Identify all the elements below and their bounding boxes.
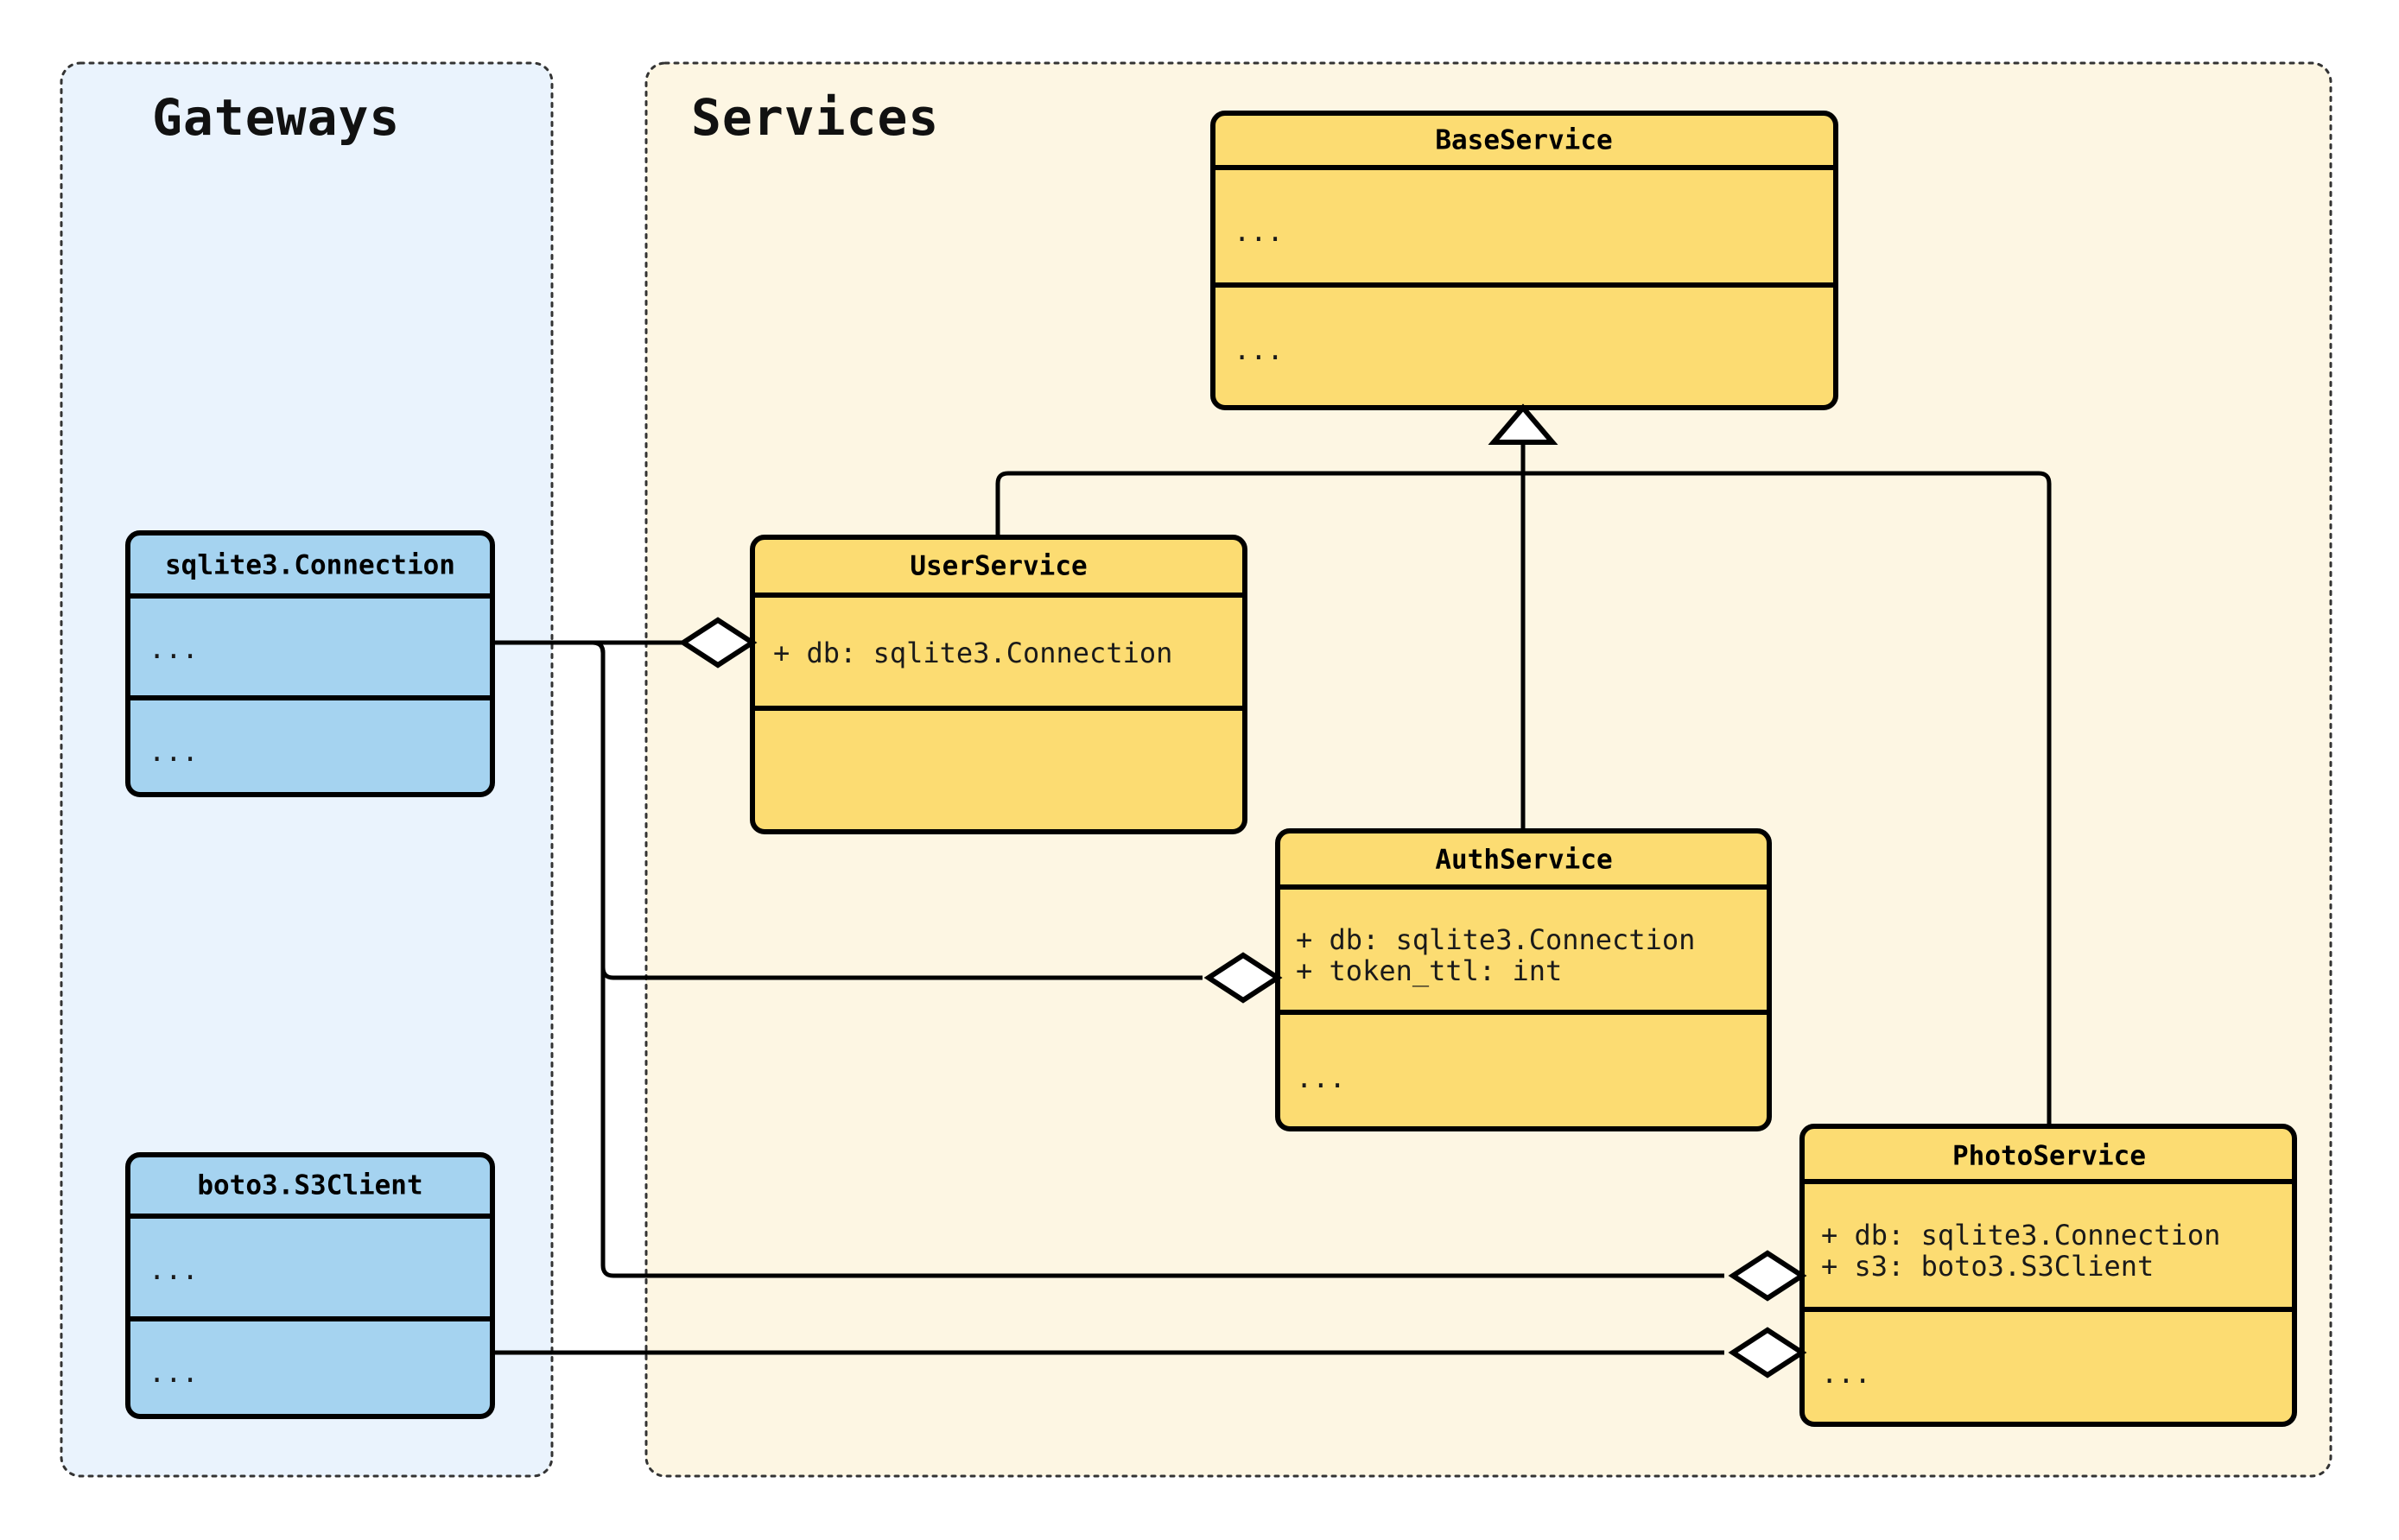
relationship-markers xyxy=(678,403,1807,1378)
class-photoservice-attribute-0: + db: sqlite3.Connection xyxy=(1821,1219,2220,1252)
class-sqlite3-connection-title: sqlite3.Connection xyxy=(165,550,455,581)
class-userservice-frame xyxy=(750,535,1247,834)
class-boto3-s3client[interactable]: boto3.S3Client ... ... xyxy=(125,1152,495,1419)
class-sqlite3-connection-method-0: ... xyxy=(149,735,199,768)
class-baseservice-frame xyxy=(1210,111,1838,410)
class-photoservice[interactable]: PhotoService + db: sqlite3.Connection + … xyxy=(1799,1124,2297,1427)
aggregation-diamond-icon-authservice xyxy=(1203,952,1283,1004)
package-services-label: Services xyxy=(691,88,939,147)
class-boto3-s3client-method-0: ... xyxy=(149,1356,199,1389)
class-authservice-attribute-1: + token_ttl: int xyxy=(1296,954,1562,987)
class-photoservice-method-0: ... xyxy=(1821,1357,1871,1390)
class-sqlite3-connection-attribute-0: ... xyxy=(149,632,199,665)
class-userservice-title: UserService xyxy=(910,551,1087,582)
class-baseservice-title: BaseService xyxy=(1435,125,1612,156)
edge-userservice-to-baseservice xyxy=(995,442,1526,537)
class-userservice-attribute-0: + db: sqlite3.Connection xyxy=(773,637,1172,669)
class-authservice-attribute-0: + db: sqlite3.Connection xyxy=(1296,923,1695,956)
class-authservice-method-0: ... xyxy=(1296,1062,1346,1094)
class-boto3-s3client-frame xyxy=(125,1152,495,1419)
relationship-edges xyxy=(492,442,2052,1355)
package-services[interactable]: Services xyxy=(644,61,2332,1478)
package-services-frame xyxy=(644,61,2332,1478)
class-boto3-s3client-title: boto3.S3Client xyxy=(197,1170,422,1201)
package-gateways-label: Gateways xyxy=(152,88,400,147)
class-photoservice-title: PhotoService xyxy=(1952,1141,2146,1172)
class-baseservice[interactable]: BaseService ... ... xyxy=(1210,111,1838,410)
class-baseservice-method-0: ... xyxy=(1234,333,1284,366)
aggregation-diamond-icon-userservice xyxy=(678,617,758,669)
aggregation-diamond-icon-photoservice-s3 xyxy=(1728,1327,1807,1378)
edge-photoservice-to-baseservice xyxy=(1520,442,2052,1126)
edge-sqlite3connection-to-photoservice xyxy=(492,640,1724,1278)
class-boto3-s3client-attribute-0: ... xyxy=(149,1253,199,1286)
class-sqlite3-connection[interactable]: sqlite3.Connection ... ... xyxy=(125,530,495,797)
class-authservice-title: AuthService xyxy=(1435,845,1612,876)
aggregation-diamond-icon-photoservice-db xyxy=(1728,1250,1807,1302)
generalization-triangle-icon xyxy=(1488,403,1558,445)
class-photoservice-attribute-1: + s3: boto3.S3Client xyxy=(1821,1250,2154,1283)
class-baseservice-attribute-0: ... xyxy=(1234,215,1284,248)
class-authservice[interactable]: AuthService + db: sqlite3.Connection + t… xyxy=(1275,828,1772,1131)
class-userservice[interactable]: UserService + db: sqlite3.Connection xyxy=(750,535,1247,834)
